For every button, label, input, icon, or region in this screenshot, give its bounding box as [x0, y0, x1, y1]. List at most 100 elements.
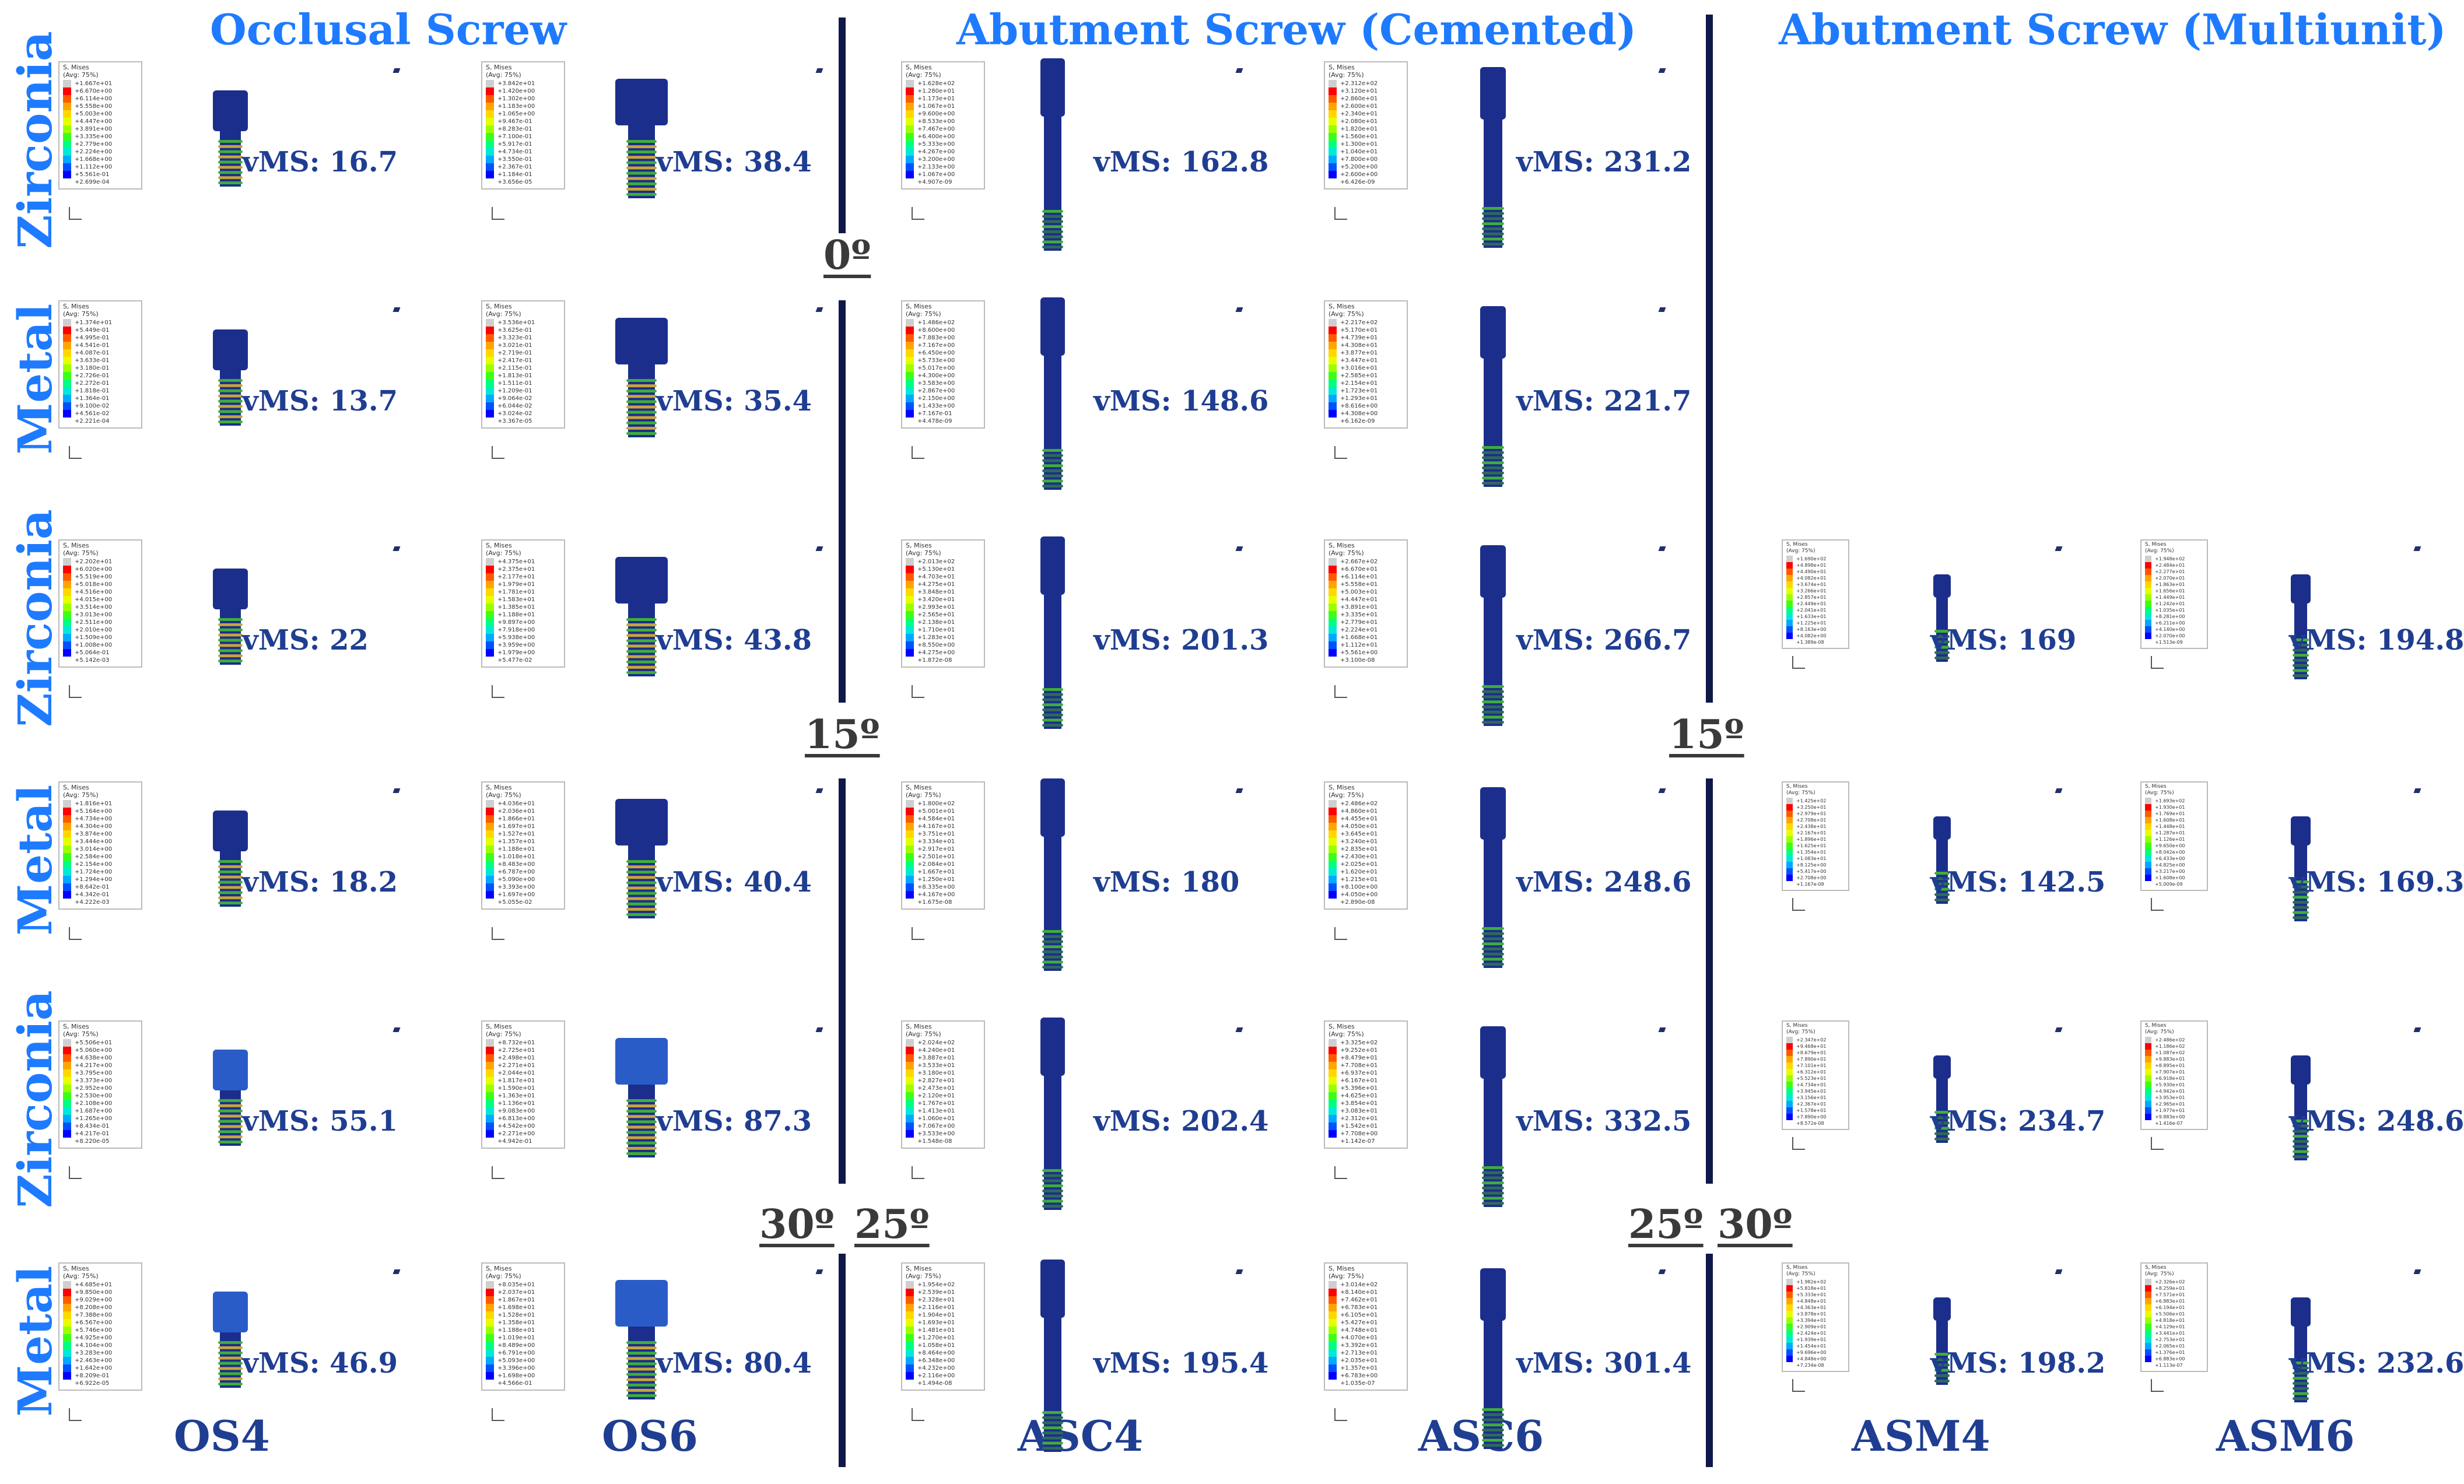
legend-swatch — [63, 163, 71, 171]
legend-value: +1.675e-08 — [917, 899, 952, 906]
legend-value: +7.800e+00 — [1340, 156, 1378, 163]
legend-swatch — [1786, 613, 1793, 620]
screw-thread — [626, 1110, 657, 1113]
legend-value: +1.283e+01 — [917, 634, 955, 641]
screw-thread — [1482, 1181, 1504, 1185]
legend-value: +3.335e+00 — [75, 134, 113, 140]
legend-swatch — [1329, 808, 1337, 815]
legend-value: +1.142e-07 — [1340, 1138, 1375, 1145]
legend-value: +4.860e+01 — [1340, 808, 1378, 815]
angle-0: 0º — [823, 232, 871, 279]
legend-swatch — [486, 1281, 494, 1289]
legend-value: +7.890e+01 — [1796, 1057, 1827, 1062]
vms-value: vMS: 231.2 — [1516, 146, 1692, 178]
screw-thread — [1934, 640, 1950, 644]
screw-thread — [626, 1373, 657, 1376]
legend-value: +9.467e-01 — [497, 118, 532, 125]
legend-value: +2.037e+01 — [497, 1289, 535, 1296]
vms-value: vMS: 162.8 — [1093, 146, 1269, 178]
screw-thread — [2293, 1377, 2309, 1380]
legend-value: +3.180e-01 — [75, 365, 110, 371]
view-orientation-icon — [392, 1269, 401, 1274]
axis-triad-icon — [69, 685, 82, 698]
legend-value: +2.952e+00 — [75, 1085, 113, 1092]
legend-value: +9.083e+00 — [497, 1108, 535, 1114]
legend-swatch — [63, 588, 71, 596]
legend-swatch — [1329, 1100, 1337, 1107]
screw-thread — [1482, 685, 1504, 688]
legend-value: +2.827e+01 — [917, 1078, 955, 1084]
stress-legend: S, Mises(Avg: 75%)+1.667e+01+6.670e+00+6… — [58, 61, 142, 190]
screw-model-icon — [615, 1280, 668, 1399]
legend-swatch — [63, 334, 71, 342]
legend-swatch — [1786, 1324, 1793, 1330]
stress-legend: S, Mises(Avg: 75%)+5.506e+01+5.060e+00+4… — [58, 1020, 142, 1149]
view-orientation-icon — [1235, 788, 1243, 793]
legend-value: +1.300e+01 — [1340, 141, 1378, 148]
view-orientation-icon — [2055, 788, 2063, 793]
axis-triad-icon — [912, 1408, 924, 1421]
legend-value: +2.708e+01 — [1796, 818, 1827, 823]
legend-swatch — [63, 1069, 71, 1077]
legend-swatch — [2145, 1356, 2151, 1362]
view-orientation-icon — [392, 546, 401, 551]
legend-value: +5.449e-01 — [75, 327, 110, 334]
legend-value: +1.358e+01 — [497, 1320, 535, 1326]
screw-thread — [1934, 1121, 1950, 1125]
screw-model-icon — [1480, 67, 1506, 248]
legend-value: +4.447e+01 — [1340, 597, 1378, 603]
vms-value: vMS: 13.7 — [242, 385, 398, 418]
screw-model-icon — [1933, 574, 1951, 662]
axis-triad-icon — [1334, 446, 1347, 459]
row-label-3: Zirconia — [8, 509, 62, 727]
screw-thread — [1934, 645, 1950, 649]
legend-subtitle: (Avg: 75%) — [63, 1272, 99, 1280]
legend-swatch — [63, 883, 71, 891]
screw-head — [615, 1038, 668, 1085]
legend-value: +7.907e+01 — [2155, 1069, 2185, 1075]
screw-thread — [626, 886, 657, 890]
legend-color-bar — [1786, 798, 1793, 887]
legend-value: +4.995e-01 — [75, 335, 110, 341]
vms-value: vMS: 142.5 — [1930, 866, 2106, 899]
legend-value: +9.064e-02 — [497, 395, 532, 402]
legend-title: S, Mises — [1786, 542, 1808, 548]
legend-color-bar — [63, 1281, 71, 1387]
axis-triad-icon — [912, 207, 924, 220]
legend-value: +1.188e+01 — [497, 846, 535, 852]
view-orientation-icon — [2413, 546, 2421, 551]
axis-triad-icon — [492, 927, 504, 940]
legend-value: +3.842e+01 — [497, 80, 535, 87]
legend-color-bar — [1329, 1039, 1337, 1145]
legend-swatch — [1786, 620, 1793, 626]
legend-value: +4.942e+01 — [2155, 1089, 2185, 1094]
legend-color-bar — [1329, 80, 1337, 186]
legend-value: +4.490e+01 — [1796, 569, 1827, 574]
legend-value: +3.323e-01 — [497, 335, 532, 341]
legend-swatch — [63, 838, 71, 846]
legend-swatch — [1786, 1043, 1793, 1050]
legend-value: +2.473e+01 — [917, 1085, 955, 1092]
legend-title: S, Mises — [906, 784, 932, 791]
legend-value: +2.501e+01 — [917, 854, 955, 860]
screw-thread — [626, 182, 657, 185]
legend-value: +5.090e+00 — [497, 876, 535, 883]
legend-value: +4.082e+00 — [1796, 633, 1827, 638]
screw-thread — [626, 140, 657, 143]
legend-swatch — [906, 1100, 914, 1107]
legend-value: +3.854e+01 — [1340, 1100, 1378, 1107]
screw-thread — [1042, 240, 1063, 244]
legend-value: +2.271e+01 — [497, 1062, 535, 1069]
legend-title: S, Mises — [63, 784, 89, 791]
screw-thread — [218, 1356, 243, 1360]
legend-swatch — [906, 1107, 914, 1115]
screw-thread — [626, 411, 657, 414]
vms-value: vMS: 43.8 — [656, 624, 812, 657]
screw-thread — [1042, 955, 1063, 959]
view-orientation-icon — [2055, 546, 2063, 551]
legend-value: +1.454e+01 — [1796, 1343, 1827, 1349]
screw-thread — [1042, 693, 1063, 696]
legend-swatch — [1329, 853, 1337, 861]
legend-swatch — [63, 125, 71, 133]
screw-thread — [218, 638, 243, 642]
